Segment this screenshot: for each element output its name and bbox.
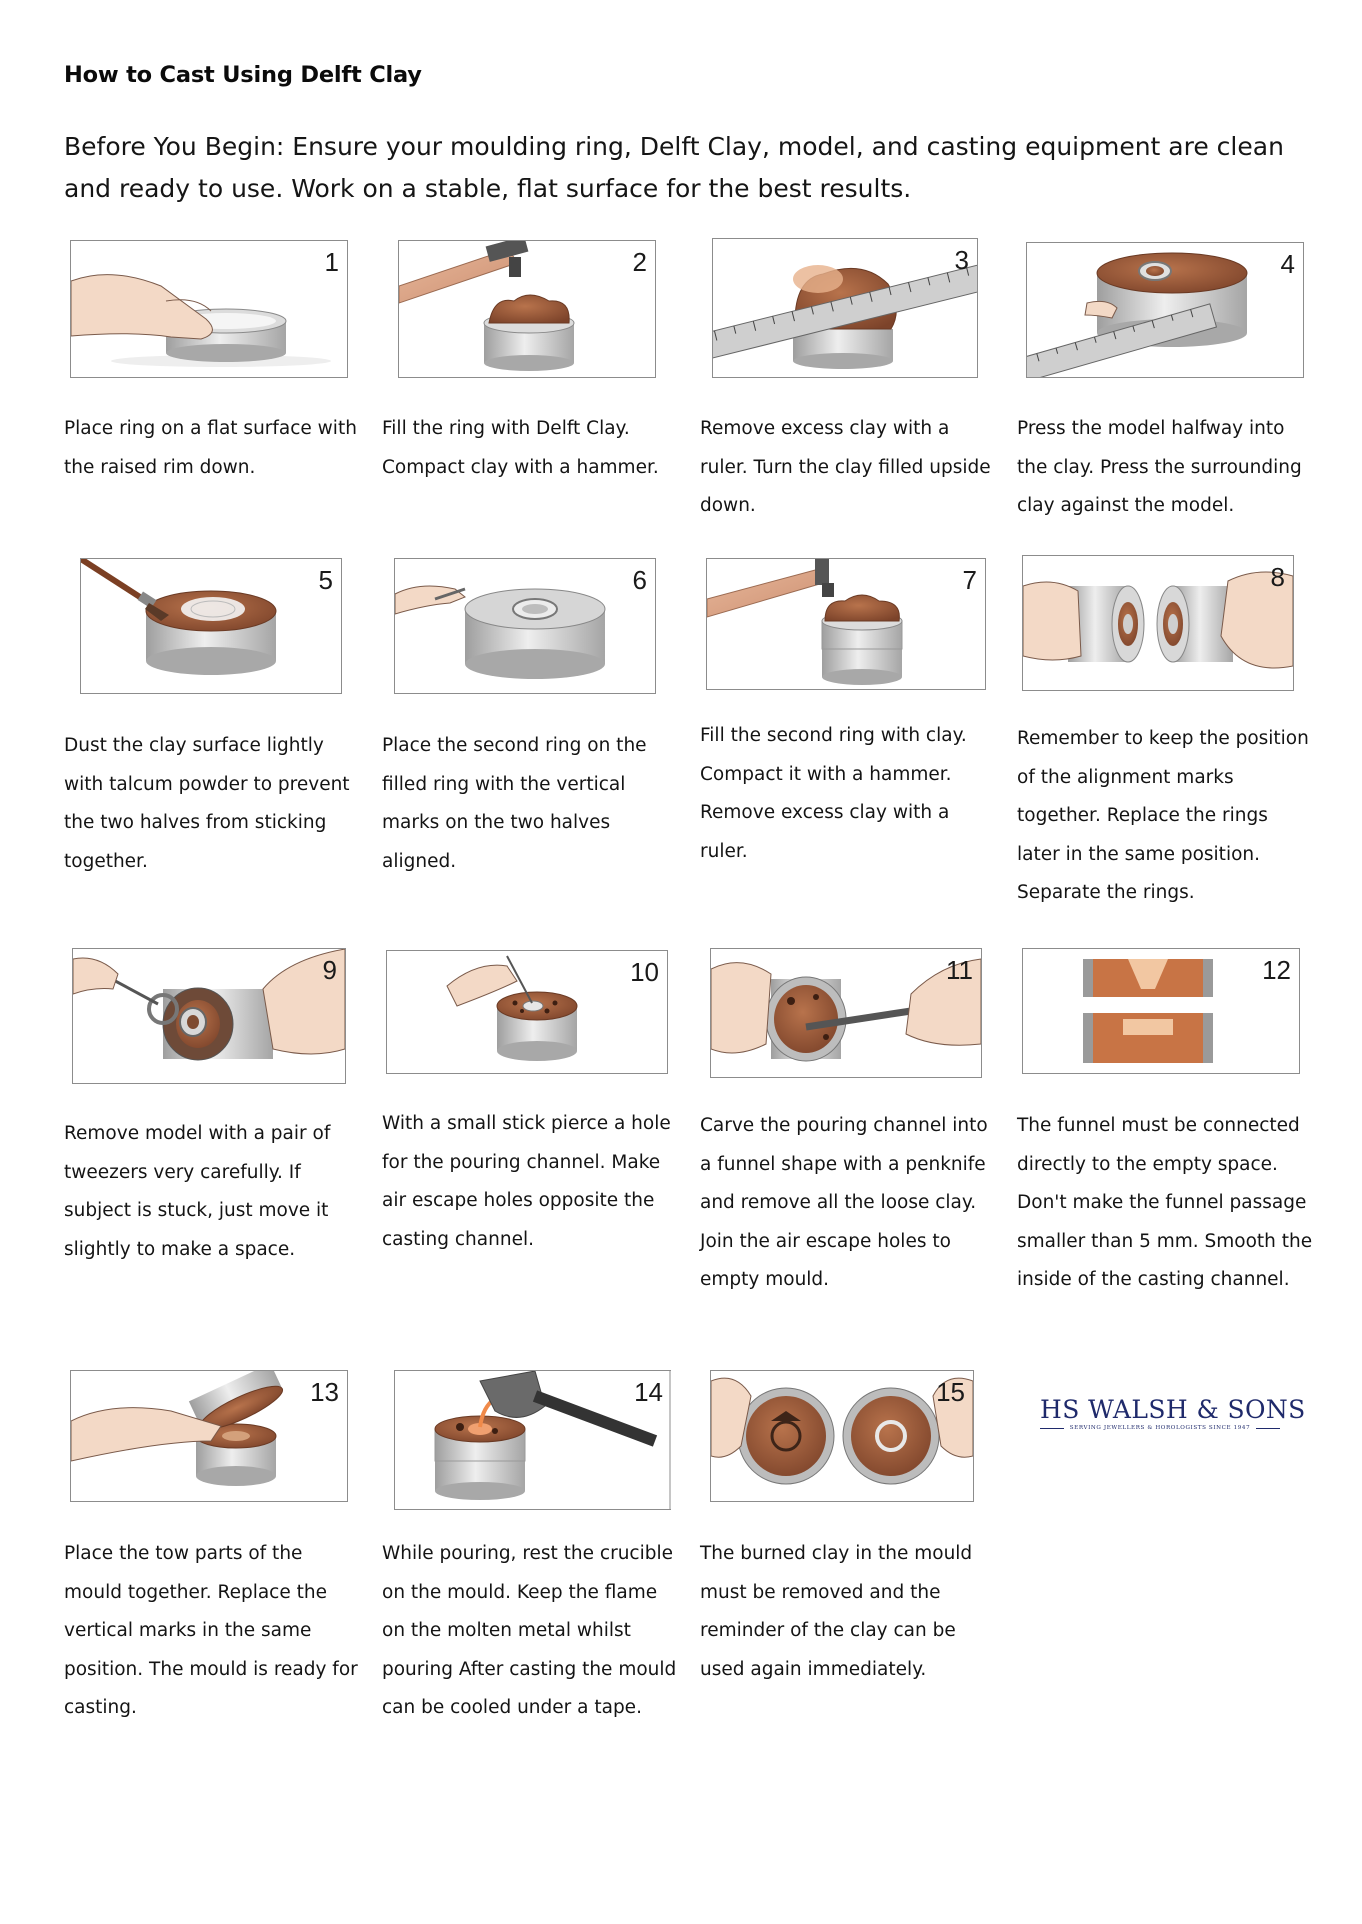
step-15-illustration: 15 (710, 1370, 974, 1502)
step-1-illustration: 1 (70, 240, 348, 378)
hammer-second-ring-icon (707, 559, 903, 685)
step-number: 5 (318, 565, 333, 595)
step-caption: Remove model with a pair of tweezers ver… (64, 1123, 331, 1260)
step-number: 11 (946, 955, 973, 985)
step-caption: Fill the ring with Delft Clay. Compact c… (382, 418, 659, 478)
ruler-pressing-model-icon (1027, 252, 1248, 377)
step-14-illustration: 14 (394, 1370, 671, 1510)
step-caption: Place the second ring on the filled ring… (382, 735, 647, 872)
step-number: 1 (324, 247, 339, 277)
step-caption: Place the tow parts of the mould togethe… (64, 1543, 358, 1718)
hands-separating-rings-icon (1023, 571, 1293, 669)
step-9-illustration: 9 (72, 948, 346, 1084)
step-number: 2 (632, 247, 647, 277)
step-caption: While pouring, rest the crucible on the … (382, 1543, 677, 1718)
logo-name: HS WALSH & SONS (1040, 1395, 1306, 1424)
page-title: How to Cast Using Delft Clay (64, 62, 422, 88)
step-6-illustration: 6 (394, 558, 656, 694)
hammer-compacting-clay-icon (399, 241, 575, 371)
step-caption: Carve the pouring channel into a funnel … (700, 1115, 988, 1290)
step-4-illustration: 4 (1026, 242, 1304, 378)
step-13-illustration: 13 (70, 1370, 348, 1502)
step-caption: Dust the clay surface lightly with talcu… (64, 735, 350, 872)
stick-piercing-holes-icon (446, 955, 578, 1061)
step-7-illustration: 7 (706, 558, 986, 690)
step-number: 7 (962, 565, 977, 595)
step-number: 15 (936, 1377, 965, 1407)
penknife-carving-funnel-icon (711, 958, 981, 1062)
opened-mould-halves-icon (711, 1377, 973, 1485)
step-caption: The funnel must be connected directly to… (1017, 1115, 1313, 1290)
step-caption: Remember to keep the position of the ali… (1017, 728, 1309, 903)
crucible-pouring-metal-icon (434, 1371, 671, 1509)
step-number: 12 (1262, 955, 1291, 985)
step-number: 6 (632, 565, 647, 595)
brand-logo: HS WALSH & SONS SERVING JEWELLERS & HORO… (1040, 1395, 1306, 1445)
hand-placing-ring-icon (71, 274, 331, 367)
step-caption: Fill the second ring with clay. Compact … (700, 725, 967, 862)
step-caption: Press the model halfway into the clay. P… (1017, 418, 1302, 516)
step-number: 14 (634, 1377, 663, 1407)
second-ring-placed-icon (395, 585, 606, 679)
ruler-scraping-clay-icon (713, 262, 977, 369)
step-number: 9 (322, 955, 337, 985)
step-2-illustration: 2 (398, 240, 656, 378)
step-10-illustration: 10 (386, 950, 668, 1074)
step-number: 3 (954, 245, 969, 275)
step-number: 4 (1280, 249, 1295, 279)
step-8-illustration: 8 (1022, 555, 1294, 691)
step-caption: With a small stick pierce a hole for the… (382, 1113, 671, 1250)
step-caption: Place ring on a flat surface with the ra… (64, 418, 357, 478)
brush-dusting-talc-icon (81, 559, 277, 675)
step-number: 13 (310, 1377, 339, 1407)
joining-mould-halves-icon (71, 1371, 284, 1486)
step-number: 10 (630, 957, 659, 987)
step-12-illustration: 12 (1022, 948, 1300, 1074)
funnel-cross-section-icon (1083, 959, 1213, 1063)
step-number: 8 (1270, 562, 1285, 592)
step-11-illustration: 11 (710, 948, 982, 1078)
tweezers-removing-model-icon (73, 949, 345, 1061)
step-caption: Remove excess clay with a ruler. Turn th… (700, 418, 991, 516)
step-caption: The burned clay in the mould must be rem… (700, 1543, 973, 1680)
step-3-illustration: 3 (712, 238, 978, 378)
logo-tagline: SERVING JEWELLERS & HOROLOGISTS SINCE 19… (1040, 1425, 1280, 1431)
intro-paragraph: Before You Begin: Ensure your moulding r… (64, 132, 1284, 203)
step-5-illustration: 5 (80, 558, 342, 694)
